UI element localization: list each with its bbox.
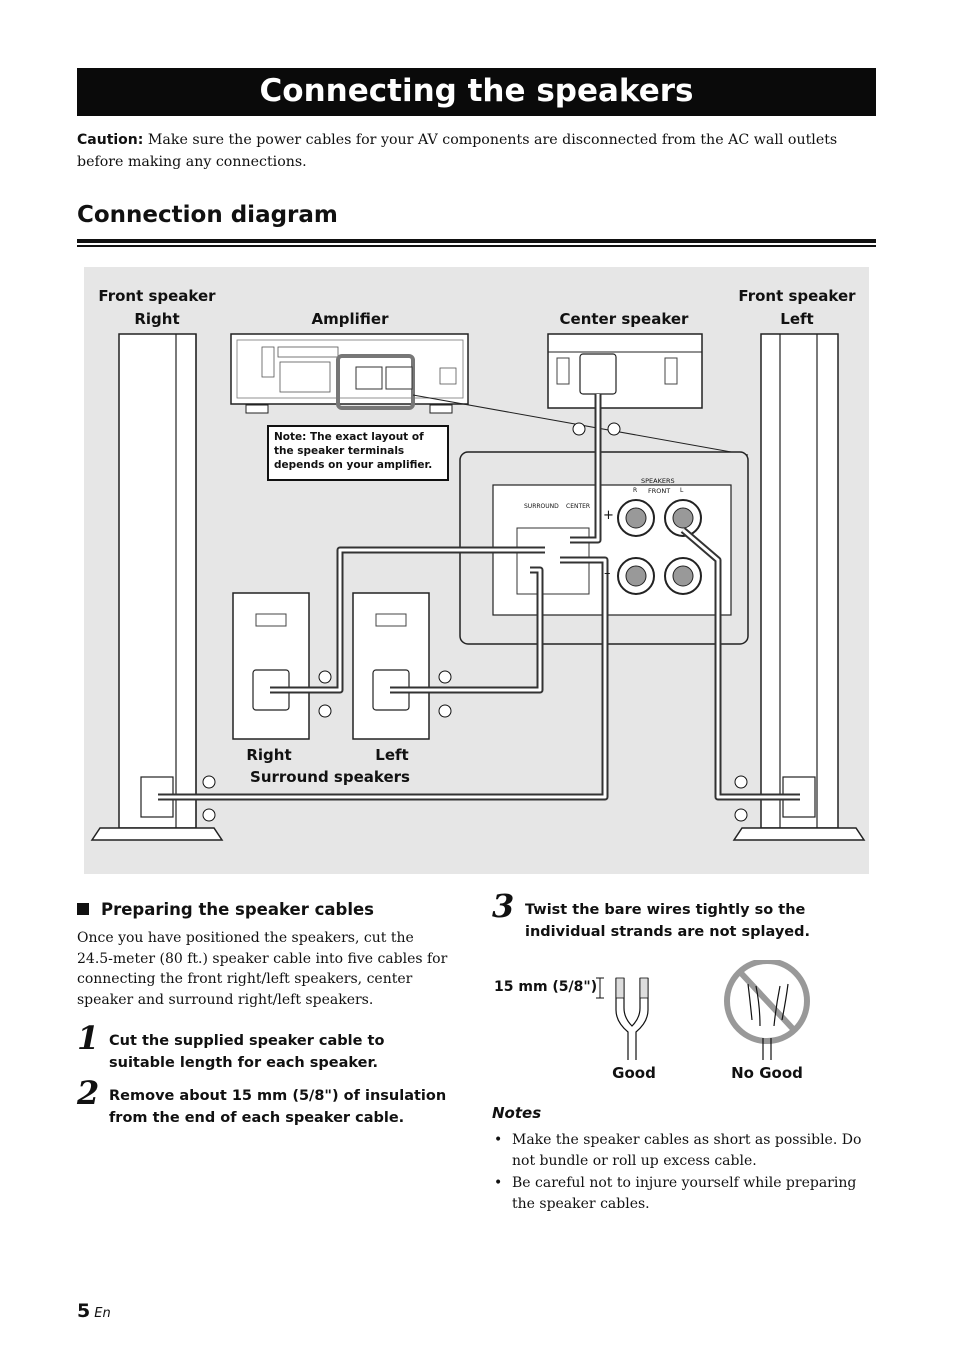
note-item: Be careful not to injure yourself while … xyxy=(492,1173,872,1214)
terminal-minus-label: – xyxy=(604,566,611,581)
polarity-marks xyxy=(202,422,748,822)
speaker-cables xyxy=(158,394,800,801)
diagram-drawing xyxy=(90,333,866,841)
layout-note: Note: The exact layout of the speaker te… xyxy=(267,425,449,481)
page-number-value: 5 xyxy=(77,1300,91,1322)
prep-heading: Preparing the speaker cables xyxy=(77,900,374,919)
center-speaker xyxy=(547,333,703,409)
front-speaker-right-label: Front speaker Right xyxy=(97,285,217,331)
connection-diagram xyxy=(84,267,869,874)
surround-speakers-caption: Surround speakers xyxy=(250,768,410,786)
notes-heading: Notes xyxy=(492,1104,542,1122)
surround-right-label: Right xyxy=(246,746,292,764)
caution-text: Make sure the power cables for your AV c… xyxy=(77,132,838,170)
step-2-text: Remove about 15 mm (5/8") of insulation … xyxy=(109,1088,447,1126)
front-speaker-left-label-line2: Left xyxy=(780,310,814,328)
step-3-text: Twist the bare wires tightly so the indi… xyxy=(525,902,811,940)
heading-square-bullet xyxy=(77,903,89,915)
page-title-bar: Connecting the speakers xyxy=(77,68,876,116)
page-language: En xyxy=(94,1306,111,1321)
terminal-center-label: CENTER xyxy=(566,503,591,510)
front-speaker-right xyxy=(90,333,224,841)
prep-paragraph: Once you have positioned the speakers, c… xyxy=(77,930,448,1008)
no-good-wire-illustration xyxy=(724,960,810,1060)
no-good-label: No Good xyxy=(731,1064,803,1082)
terminal-speakers-label: SPEAKERS xyxy=(641,477,675,485)
front-speaker-left-label-line1: Front speaker xyxy=(738,287,856,305)
surround-speaker-left xyxy=(352,592,430,740)
page-title: Connecting the speakers xyxy=(259,73,694,109)
step-1-number: 1 xyxy=(77,1019,100,1057)
surround-speaker-right xyxy=(232,592,310,740)
front-speaker-right-label-line1: Front speaker xyxy=(98,287,216,305)
surround-left-label: Left xyxy=(375,746,409,764)
step-2-number: 2 xyxy=(77,1074,100,1112)
caution-paragraph: Caution: Make sure the power cables for … xyxy=(77,129,867,173)
terminal-surround-label: SURROUND xyxy=(524,503,559,510)
amplifier xyxy=(230,333,469,414)
front-speaker-left-label: Front speaker Left xyxy=(737,285,857,331)
terminal-r-label: R xyxy=(633,487,638,494)
section-title: Connection diagram xyxy=(77,202,338,228)
step-1-text: Cut the supplied speaker cable to suitab… xyxy=(109,1033,385,1071)
terminal-plus-label: + xyxy=(603,508,614,523)
good-label: Good xyxy=(612,1064,656,1082)
section-rule-thick xyxy=(77,239,876,243)
caution-label: Caution: xyxy=(77,132,144,148)
center-speaker-label: Center speaker xyxy=(559,310,689,328)
notes-list: Make the speaker cables as short as poss… xyxy=(492,1130,872,1216)
front-speaker-left xyxy=(732,333,866,841)
terminal-front-label: FRONT xyxy=(648,487,671,495)
amplifier-label: Amplifier xyxy=(311,310,389,328)
good-wire-illustration xyxy=(596,977,649,1060)
section-rule-thin xyxy=(77,245,876,247)
wire-twist-figure xyxy=(596,960,810,1060)
front-speaker-right-label-line2: Right xyxy=(134,310,180,328)
prep-heading-text: Preparing the speaker cables xyxy=(101,900,374,919)
note-item: Make the speaker cables as short as poss… xyxy=(492,1130,872,1171)
wire-measure-label: 15 mm (5/8") xyxy=(494,979,598,995)
terminal-l-label: L xyxy=(680,487,684,494)
step-3-number: 3 xyxy=(492,887,515,925)
